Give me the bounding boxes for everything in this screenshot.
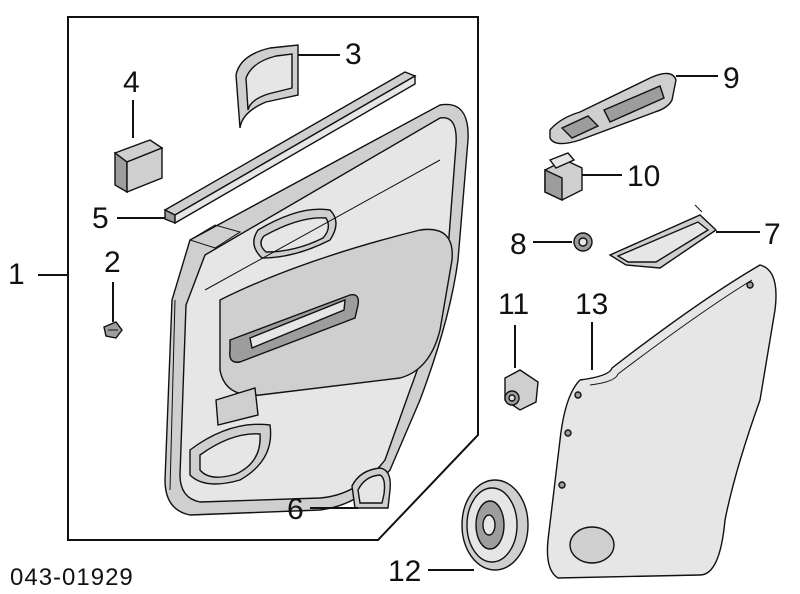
trim-cover-part-6 — [310, 467, 391, 509]
callout-13: 13 — [575, 288, 608, 321]
vapor-barrier-part-13 — [546, 264, 777, 579]
assembly-frame — [67, 16, 479, 541]
callout-10: 10 — [627, 160, 660, 193]
callout-1: 1 — [8, 258, 25, 291]
callout-11: 11 — [498, 288, 529, 321]
trim-cap-part-4 — [113, 100, 164, 194]
callout-7: 7 — [764, 218, 781, 251]
window-switch-part-10 — [544, 152, 622, 202]
callout-12: 12 — [388, 555, 421, 588]
callout-8: 8 — [510, 228, 527, 261]
callout-2: 2 — [104, 246, 121, 279]
switch-bezel-part-9 — [549, 72, 718, 145]
callout-3: 3 — [345, 38, 362, 71]
callout-5: 5 — [92, 202, 109, 235]
trim-clip-part-3 — [235, 44, 340, 129]
speaker-part-12 — [428, 479, 529, 571]
door-trim-panel — [164, 103, 469, 516]
fastener-clip — [103, 282, 123, 339]
callout-6: 6 — [287, 493, 304, 526]
callout-4: 4 — [123, 66, 140, 99]
weatherstrip-part-5 — [117, 71, 417, 225]
callout-9: 9 — [723, 62, 740, 95]
bracket-part-7 — [608, 204, 760, 269]
diagram-code: 043-01929 — [10, 564, 134, 591]
grommet-part-8 — [533, 232, 593, 252]
connector-part-11 — [504, 325, 539, 411]
